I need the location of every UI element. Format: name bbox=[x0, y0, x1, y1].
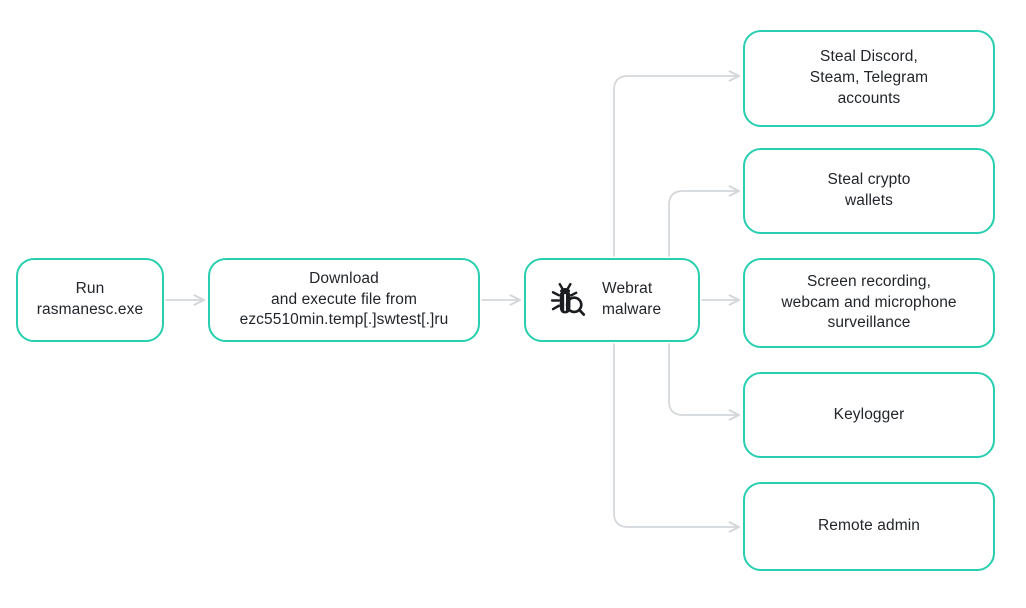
node-surveillance[interactable]: Screen recording, webcam and microphone … bbox=[743, 258, 995, 348]
node-surveillance-label: Screen recording, webcam and microphone … bbox=[781, 272, 957, 332]
node-run-label: Run rasmanesc.exe bbox=[36, 280, 144, 318]
node-download-label: Download and execute file from ezc5510mi… bbox=[239, 269, 449, 329]
edge-webrat-wallets bbox=[668, 185, 740, 257]
node-download[interactable]: Download and execute file from ezc5510mi… bbox=[208, 258, 480, 342]
node-keylogger-label: Keylogger bbox=[833, 405, 905, 423]
node-steal-crypto-wallets-label: Steal crypto wallets bbox=[827, 171, 911, 209]
edge-webrat-remote bbox=[613, 343, 740, 533]
node-steal-accounts[interactable]: Steal Discord, Steam, Telegram accounts bbox=[743, 30, 995, 127]
node-keylogger[interactable]: Keylogger bbox=[743, 372, 995, 458]
edge-webrat-keylogger bbox=[668, 343, 740, 421]
node-run[interactable]: Run rasmanesc.exe bbox=[16, 258, 164, 342]
node-webrat-malware[interactable]: Webrat malware bbox=[524, 258, 700, 342]
node-steal-accounts-label: Steal Discord, Steam, Telegram accounts bbox=[809, 48, 929, 107]
node-steal-crypto-wallets[interactable]: Steal crypto wallets bbox=[743, 148, 995, 234]
node-remote-admin[interactable]: Remote admin bbox=[743, 482, 995, 571]
node-webrat-malware-label: Webrat malware bbox=[602, 280, 662, 318]
bug-magnifier-icon bbox=[550, 282, 586, 316]
edge-webrat-accounts bbox=[613, 70, 740, 257]
node-remote-admin-label: Remote admin bbox=[818, 517, 920, 535]
